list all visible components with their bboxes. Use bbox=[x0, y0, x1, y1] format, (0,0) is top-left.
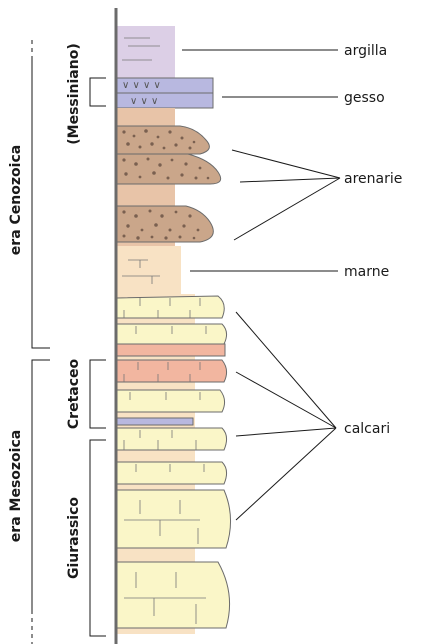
gypsum-thin-bed bbox=[117, 418, 193, 425]
label-gesso: gesso bbox=[344, 90, 385, 106]
giurassico-label: Giurassico bbox=[66, 497, 82, 579]
label-marne: marne bbox=[344, 264, 389, 280]
cretaceo-label: Cretaceo bbox=[66, 359, 82, 430]
era-cenozoica-label: era Cenozoica bbox=[8, 145, 24, 255]
marne-layer bbox=[117, 246, 181, 294]
limestone-bed-1 bbox=[117, 296, 224, 318]
limestone-bed-5 bbox=[117, 462, 227, 484]
messiniano-label: (Messiniano) bbox=[66, 43, 82, 145]
red-limestone-bed-1 bbox=[117, 344, 225, 356]
label-arenarie: arenarie bbox=[344, 171, 402, 187]
label-argilla: argilla bbox=[344, 43, 387, 59]
limestone-bed-3 bbox=[117, 390, 225, 412]
svg-text:∨ ∨ ∨ ∨: ∨ ∨ ∨ ∨ bbox=[122, 80, 161, 91]
argilla-layer bbox=[117, 26, 175, 78]
limestone-bed-7 bbox=[117, 562, 230, 628]
sandstone-bed-1 bbox=[117, 126, 209, 154]
red-limestone-bed-2 bbox=[117, 360, 227, 382]
era-mesozoica-label: era Mesozoica bbox=[8, 430, 24, 542]
label-calcari: calcari bbox=[344, 421, 390, 437]
sandstone-bed-3 bbox=[117, 206, 213, 242]
limestone-bed-6 bbox=[117, 490, 231, 548]
sandstone-bed-2 bbox=[117, 154, 221, 184]
svg-text:∨ ∨ ∨: ∨ ∨ ∨ bbox=[130, 96, 158, 107]
